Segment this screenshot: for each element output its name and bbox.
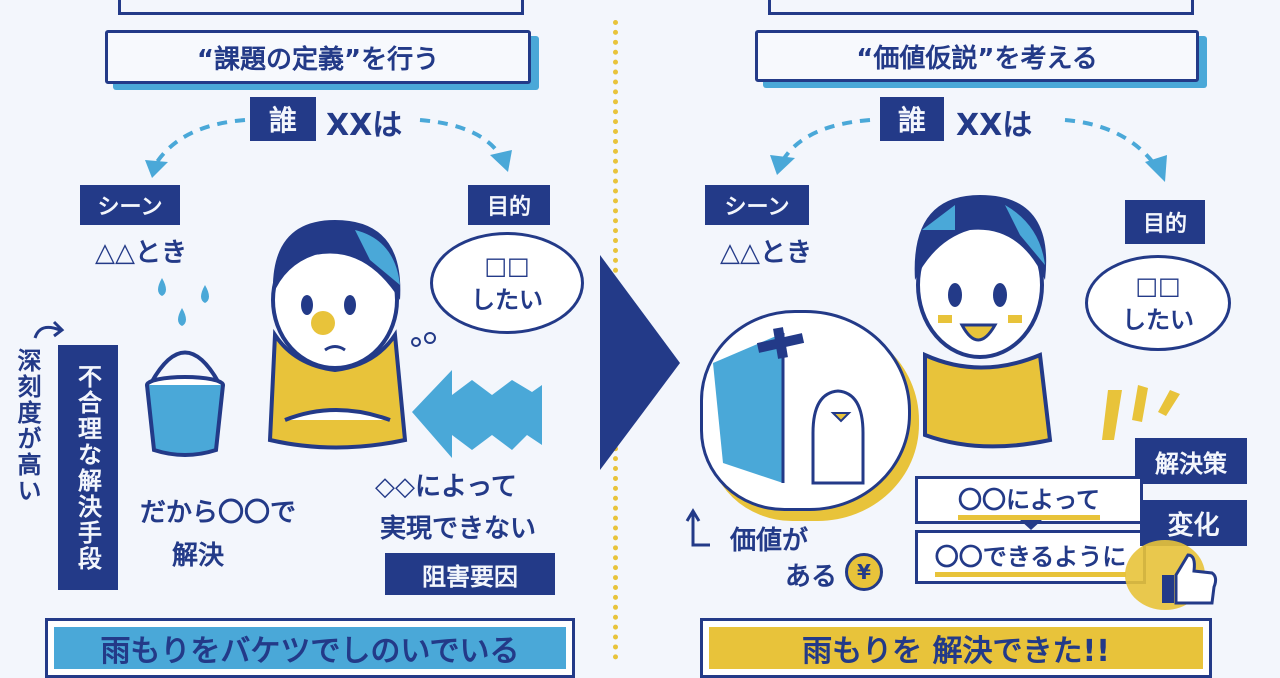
up-arrow-icon (685, 508, 710, 547)
goal-bubble-line: □□ (484, 251, 530, 280)
right-who-suffix: XXは (956, 108, 1033, 143)
right-who-label: 誰 (880, 97, 944, 141)
block-line-2: 実現できない (380, 514, 537, 544)
bucket-icon (145, 350, 225, 457)
left-goal-label: 目的 (468, 185, 550, 225)
severity-text: 深刻度が高い (13, 348, 41, 504)
blocking-arrow-icon (412, 370, 542, 458)
thought-dots (411, 332, 436, 347)
blocker-label: 阻害要因 (385, 553, 555, 595)
water-drops-icon (158, 278, 209, 326)
curved-arrow-icon (33, 320, 65, 339)
right-arrows (770, 118, 1167, 182)
can-text-box: 〇〇できるように (915, 530, 1146, 584)
right-goal-bubble: □□ したい (1085, 255, 1231, 351)
goal-bubble-line: したい (1122, 305, 1194, 334)
by-text: 〇〇によって (957, 480, 1101, 520)
left-goal-bubble: □□ したい (430, 232, 584, 334)
left-title: “課題の定義”を行う (105, 30, 531, 84)
thumbs-up-icon (1162, 553, 1218, 605)
arrow-to-goal (419, 118, 502, 157)
right-scene-text: △△とき (720, 238, 812, 268)
sparkle-lines-icon (1102, 385, 1180, 440)
top-frame-left (118, 0, 524, 15)
goal-bubble-line: □□ (1135, 271, 1181, 300)
right-goal-label: 目的 (1125, 200, 1205, 244)
top-frame-right (768, 0, 1194, 15)
right-banner-text: 雨もりを 解決できた!! (709, 627, 1203, 669)
left-arrows (145, 118, 512, 178)
change-label: 変化 (1140, 500, 1247, 546)
next-arrow-icon (600, 255, 680, 470)
by-text-box: 〇〇によって (915, 476, 1143, 524)
value-line-2: ある (785, 562, 838, 592)
right-title: “価値仮説”を考える (755, 30, 1199, 82)
right-scene-label: シーン (705, 185, 809, 225)
down-triangle-icon (1020, 520, 1042, 530)
arrow-head-scene (145, 160, 168, 178)
left-who-label: 誰 (250, 97, 316, 141)
happy-cloud (700, 310, 911, 511)
right-banner: 雨もりを 解決できた!! (700, 618, 1212, 678)
happy-person-illustration (914, 195, 1053, 449)
goal-bubble-line: したい (471, 285, 543, 314)
solve-line-1: だから〇〇で (140, 498, 297, 528)
left-banner-text: 雨もりをバケツでしのいでいる (54, 627, 566, 669)
arrow-head-goal (490, 150, 512, 172)
solve-line-2: 解決 (172, 541, 225, 571)
left-banner: 雨もりをバケツでしのいでいる (45, 618, 575, 678)
left-scene-label: シーン (80, 185, 180, 225)
left-who-suffix: XXは (326, 108, 403, 143)
solution-label: 解決策 (1135, 438, 1247, 484)
irrational-solution-label: 不合理な解決手段 (58, 345, 118, 590)
value-line-1: 価値が (730, 526, 809, 556)
can-text: 〇〇できるように (934, 537, 1127, 577)
arrow-to-scene (153, 118, 246, 167)
troubled-person-illustration (267, 220, 408, 450)
fixed-roof-and-bird-icon (713, 327, 865, 485)
left-scene-text: △△とき (95, 238, 187, 268)
yen-coin-icon: ¥ (845, 553, 883, 591)
block-line-1: ◇◇によって (375, 472, 517, 502)
